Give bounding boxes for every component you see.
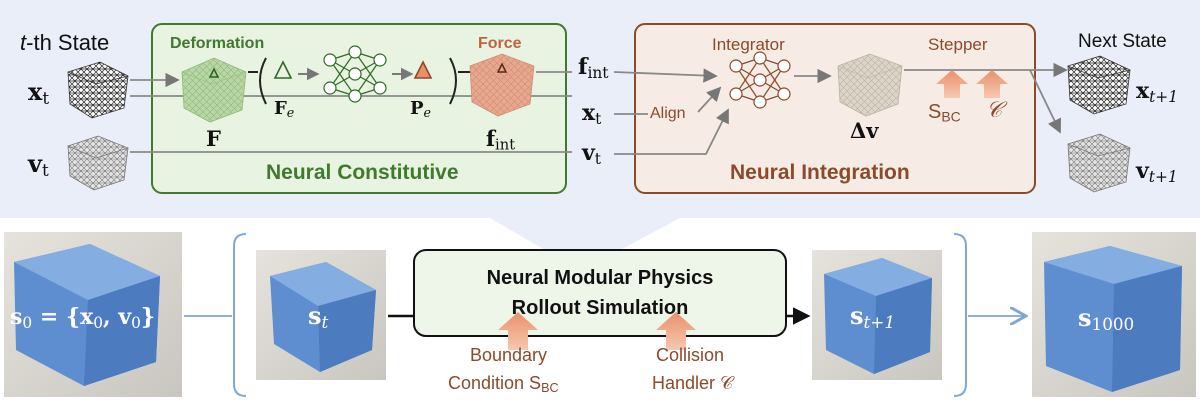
sbc-up-arrow	[936, 70, 968, 98]
force-cube	[469, 53, 535, 117]
s0-subscript: 0	[22, 313, 33, 332]
neural-net-constitutive	[323, 45, 387, 103]
right-square-bracket	[953, 233, 967, 397]
Pe-subscript: e	[423, 105, 431, 121]
constitutive-title: Neural Constitutive	[266, 161, 459, 184]
mid-fint-label: fint	[578, 56, 609, 81]
s0-rest: = {x	[32, 304, 94, 330]
mid-fint-subscript: int	[587, 63, 609, 82]
input-v-cube	[67, 135, 129, 191]
neural-net-integrator	[729, 51, 791, 109]
collision-up-arrow	[976, 70, 1008, 98]
Pe-symbol: P	[410, 98, 424, 119]
sbc-label: SBC	[928, 102, 961, 124]
boundary-condition-line1: Boundary	[470, 345, 548, 365]
output-v-cube	[1067, 133, 1131, 193]
st1-label: st+1	[850, 304, 895, 331]
triangle-marker-red	[496, 62, 508, 73]
input-v-label: vt	[28, 152, 49, 179]
mid-fint-symbol: f	[578, 54, 588, 80]
next-state-heading: Next State	[1078, 31, 1167, 52]
v-subscript: t	[41, 160, 49, 181]
triangle-marker	[208, 67, 220, 78]
output-x-label: xt+1	[1136, 80, 1178, 105]
st-subscript: t	[321, 312, 329, 333]
integration-title: Neural Integration	[730, 161, 910, 184]
mid-v-label: vt	[582, 142, 601, 167]
s1000-subscript: 1000	[1091, 314, 1135, 335]
bc-subscript: BC	[541, 381, 559, 396]
st1-symbol: s	[850, 301, 864, 330]
out-v-symbol: v	[1136, 158, 1149, 184]
rollout-box	[413, 249, 787, 337]
constitutive-box	[151, 23, 567, 194]
bc-text: Condition S	[448, 373, 542, 393]
s0-end: }	[140, 304, 156, 330]
collision-handler-line2: Handler 𝒞	[652, 373, 734, 393]
rollout-box-line1: Neural Modular Physics	[486, 267, 714, 289]
collision-handler-line1: Collision	[656, 345, 725, 365]
t-variable: t	[20, 30, 27, 55]
Fe-subscript: e	[286, 105, 295, 121]
st-symbol: s	[308, 301, 322, 330]
sbc-subscript: BC	[941, 108, 961, 125]
delta-v-cube	[837, 53, 903, 117]
st1-subscript: t+1	[863, 312, 895, 333]
boundary-up-arrow	[498, 312, 538, 350]
collision-handler-up-arrow	[656, 312, 696, 350]
x-symbol: x	[28, 77, 43, 106]
left-paren	[259, 57, 267, 105]
t-th-state-heading: t-th State	[20, 32, 109, 54]
delta-green	[273, 60, 293, 79]
out-x-symbol: x	[1136, 78, 1150, 104]
delta-v-label: Δv	[850, 118, 879, 143]
fint-symbol: f	[486, 126, 496, 151]
Pe-label: Pe	[410, 100, 431, 120]
align-label: Align	[650, 105, 686, 122]
s0-v-subscript: 0	[131, 313, 141, 332]
out-v-subscript: t+1	[1148, 167, 1178, 186]
output-x-cube	[1067, 55, 1131, 115]
F-label: F	[206, 126, 221, 151]
delta-peach	[413, 60, 433, 79]
fint-box-label: fint	[486, 128, 515, 153]
output-v-label: vt+1	[1136, 160, 1178, 185]
s0-mid: , v	[103, 304, 132, 330]
boundary-condition-line2: Condition SBC	[448, 374, 559, 395]
fint-subscript: int	[495, 136, 516, 154]
mid-x-symbol: x	[582, 100, 596, 126]
mid-v-subscript: t	[594, 149, 601, 168]
mid-v-symbol: v	[582, 140, 595, 166]
stepper-label: Stepper	[928, 35, 988, 54]
x-subscript: t	[42, 88, 50, 109]
out-x-subscript: t+1	[1149, 87, 1178, 106]
deformation-cube	[181, 57, 247, 123]
s0-equation: s0 = {x0, v0}	[10, 306, 155, 331]
s0-x-subscript: 0	[93, 313, 103, 332]
v-symbol: v	[28, 149, 42, 178]
deformation-label: Deformation	[170, 35, 265, 52]
integrator-label: Integrator	[712, 35, 785, 54]
mid-x-subscript: t	[595, 109, 602, 128]
s1000-symbol: s	[1078, 303, 1092, 332]
input-x-cube	[67, 61, 129, 119]
mid-x-label: xt	[582, 102, 601, 127]
s0-symbol: s	[10, 304, 23, 330]
Fe-label: Fe	[274, 100, 294, 120]
s1000-label: s1000	[1078, 306, 1134, 333]
right-paren	[449, 57, 457, 105]
force-label: Force	[478, 35, 522, 52]
callout-wedge	[490, 218, 680, 250]
left-square-bracket	[233, 233, 247, 397]
input-x-label: xt	[28, 80, 49, 107]
sbc-symbol: S	[928, 101, 942, 123]
Fe-symbol: F	[274, 98, 287, 119]
st-label: st	[308, 304, 328, 331]
collision-symbol: 𝒞	[986, 98, 1003, 123]
state-heading-rest: -th State	[26, 30, 110, 55]
rollout-box-line2: Rollout Simulation	[511, 297, 689, 319]
